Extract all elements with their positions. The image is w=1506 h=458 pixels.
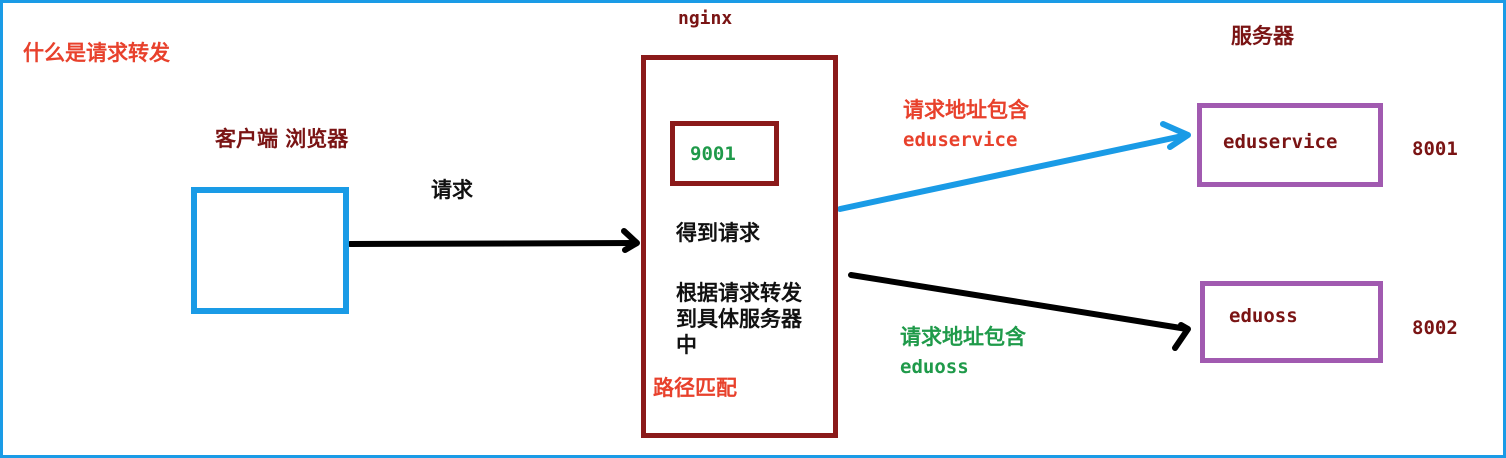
server-eduoss-name: eduoss <box>1229 305 1298 327</box>
nginx-port: 9001 <box>690 143 736 165</box>
client-box <box>191 187 349 314</box>
diagram-title: 什么是请求转发 <box>23 41 170 65</box>
server-eduservice-name: eduservice <box>1223 131 1338 153</box>
nginx-port-box <box>670 121 779 186</box>
path-match-label: 路径匹配 <box>653 376 737 400</box>
server-eduservice-box <box>1197 103 1383 187</box>
servers-label: 服务器 <box>1231 24 1294 48</box>
route-eduservice-label-1: 请求地址包含 <box>903 98 1029 122</box>
nginx-box <box>641 55 838 438</box>
nginx-to-eduservice-arrow <box>837 121 1191 212</box>
request-label: 请求 <box>431 178 473 202</box>
route-eduoss-label-2: eduoss <box>900 356 969 378</box>
nginx-received-text: 得到请求 <box>676 221 760 245</box>
nginx-forward-text-1: 根据请求转发 <box>676 281 802 305</box>
route-eduoss-label-1: 请求地址包含 <box>900 325 1026 349</box>
client-label: 客户端 浏览器 <box>215 127 349 151</box>
nginx-forward-text-2: 到具体服务器 <box>676 307 802 331</box>
client-to-nginx-arrow <box>347 228 640 253</box>
server-eduoss-port: 8002 <box>1412 317 1458 339</box>
route-eduservice-label-2: eduservice <box>903 129 1018 151</box>
nginx-to-eduoss-arrow <box>848 272 1191 351</box>
arrows-layer <box>347 121 1191 351</box>
server-eduoss-box <box>1200 281 1383 363</box>
server-eduservice-port: 8001 <box>1412 138 1458 160</box>
nginx-forward-text-3: 中 <box>676 333 697 357</box>
nginx-label: nginx <box>678 8 733 29</box>
